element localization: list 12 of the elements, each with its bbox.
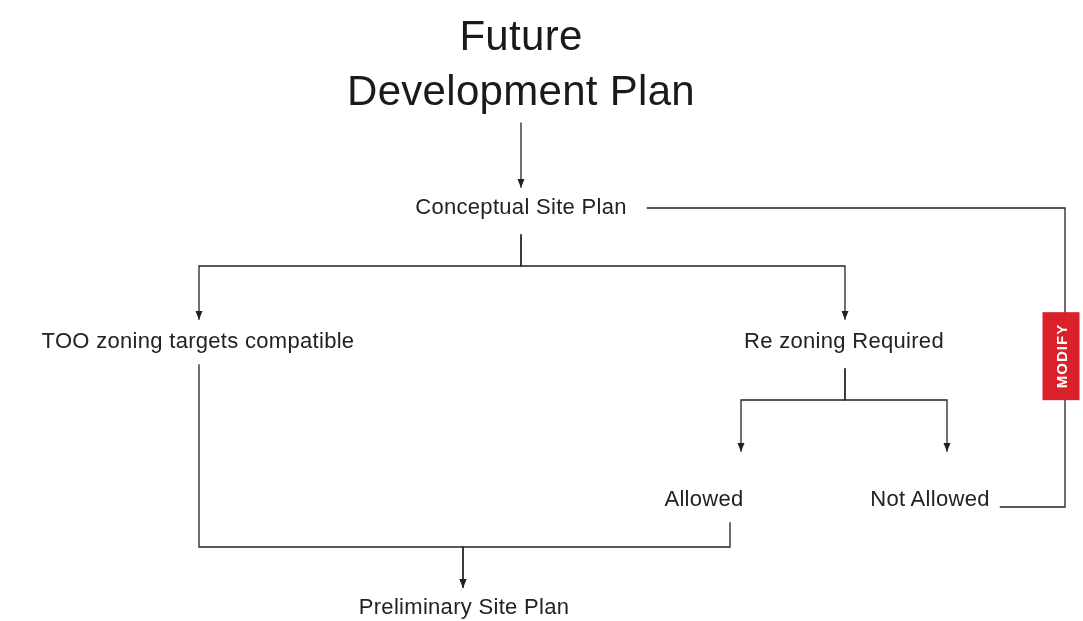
title-text: Future Development Plan bbox=[337, 9, 705, 119]
process-label: Preliminary Site Plan bbox=[358, 593, 570, 621]
process-label: Re zoning Required bbox=[744, 327, 944, 355]
process-label: Not Allowed bbox=[870, 485, 990, 513]
arrow bbox=[459, 521, 731, 589]
edge-label: MODIFY bbox=[1042, 311, 1080, 401]
arrow bbox=[517, 121, 525, 189]
process-label: Conceptual Site Plan bbox=[415, 193, 627, 221]
process-label: Allowed bbox=[664, 485, 744, 513]
arrow bbox=[844, 367, 951, 453]
arrow bbox=[520, 233, 849, 321]
process-label: TOO zoning targets compatible bbox=[41, 327, 355, 355]
